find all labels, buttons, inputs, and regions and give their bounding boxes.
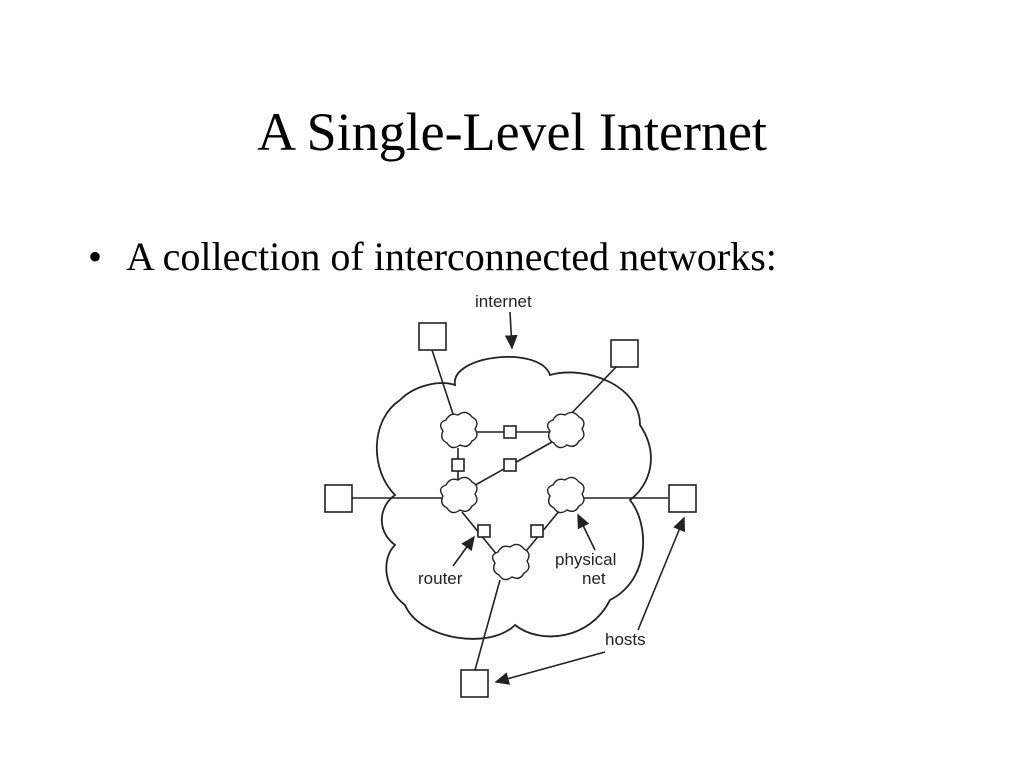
host-link-top-right xyxy=(564,364,619,421)
router-3 xyxy=(503,458,517,472)
router-1 xyxy=(503,425,517,439)
host-link-top-left xyxy=(431,349,456,421)
bullet-text: A collection of interconnected networks: xyxy=(126,234,777,279)
physical-net-top-right xyxy=(546,411,585,449)
label-hosts: hosts xyxy=(605,630,646,649)
label-physical: physical xyxy=(555,550,616,569)
arrow-internet xyxy=(504,311,518,350)
host-top-left xyxy=(418,322,447,351)
host-link-bottom xyxy=(474,579,501,671)
physical-net-middle-right xyxy=(546,476,585,514)
physical-net-bottom xyxy=(491,543,530,581)
arrow-hosts-bottom xyxy=(494,651,606,685)
physical-net-middle-left xyxy=(439,476,478,514)
host-right xyxy=(668,484,697,513)
physical-net-top-left xyxy=(439,411,478,449)
router-5 xyxy=(530,524,544,538)
arrow-hosts-right xyxy=(637,516,686,631)
arrow-physical-net xyxy=(577,513,596,551)
host-bottom xyxy=(460,669,489,698)
arrow-router xyxy=(452,535,475,567)
router-2 xyxy=(451,458,465,472)
bullet-item: • A collection of interconnected network… xyxy=(88,233,777,281)
host-left xyxy=(324,484,353,513)
slide-title: A Single-Level Internet xyxy=(257,102,767,162)
label-net: net xyxy=(582,569,606,588)
label-internet: internet xyxy=(475,292,532,311)
label-router: router xyxy=(418,569,463,588)
host-top-right xyxy=(610,339,639,368)
bullet-symbol: • xyxy=(88,234,103,279)
router-4 xyxy=(477,524,491,538)
